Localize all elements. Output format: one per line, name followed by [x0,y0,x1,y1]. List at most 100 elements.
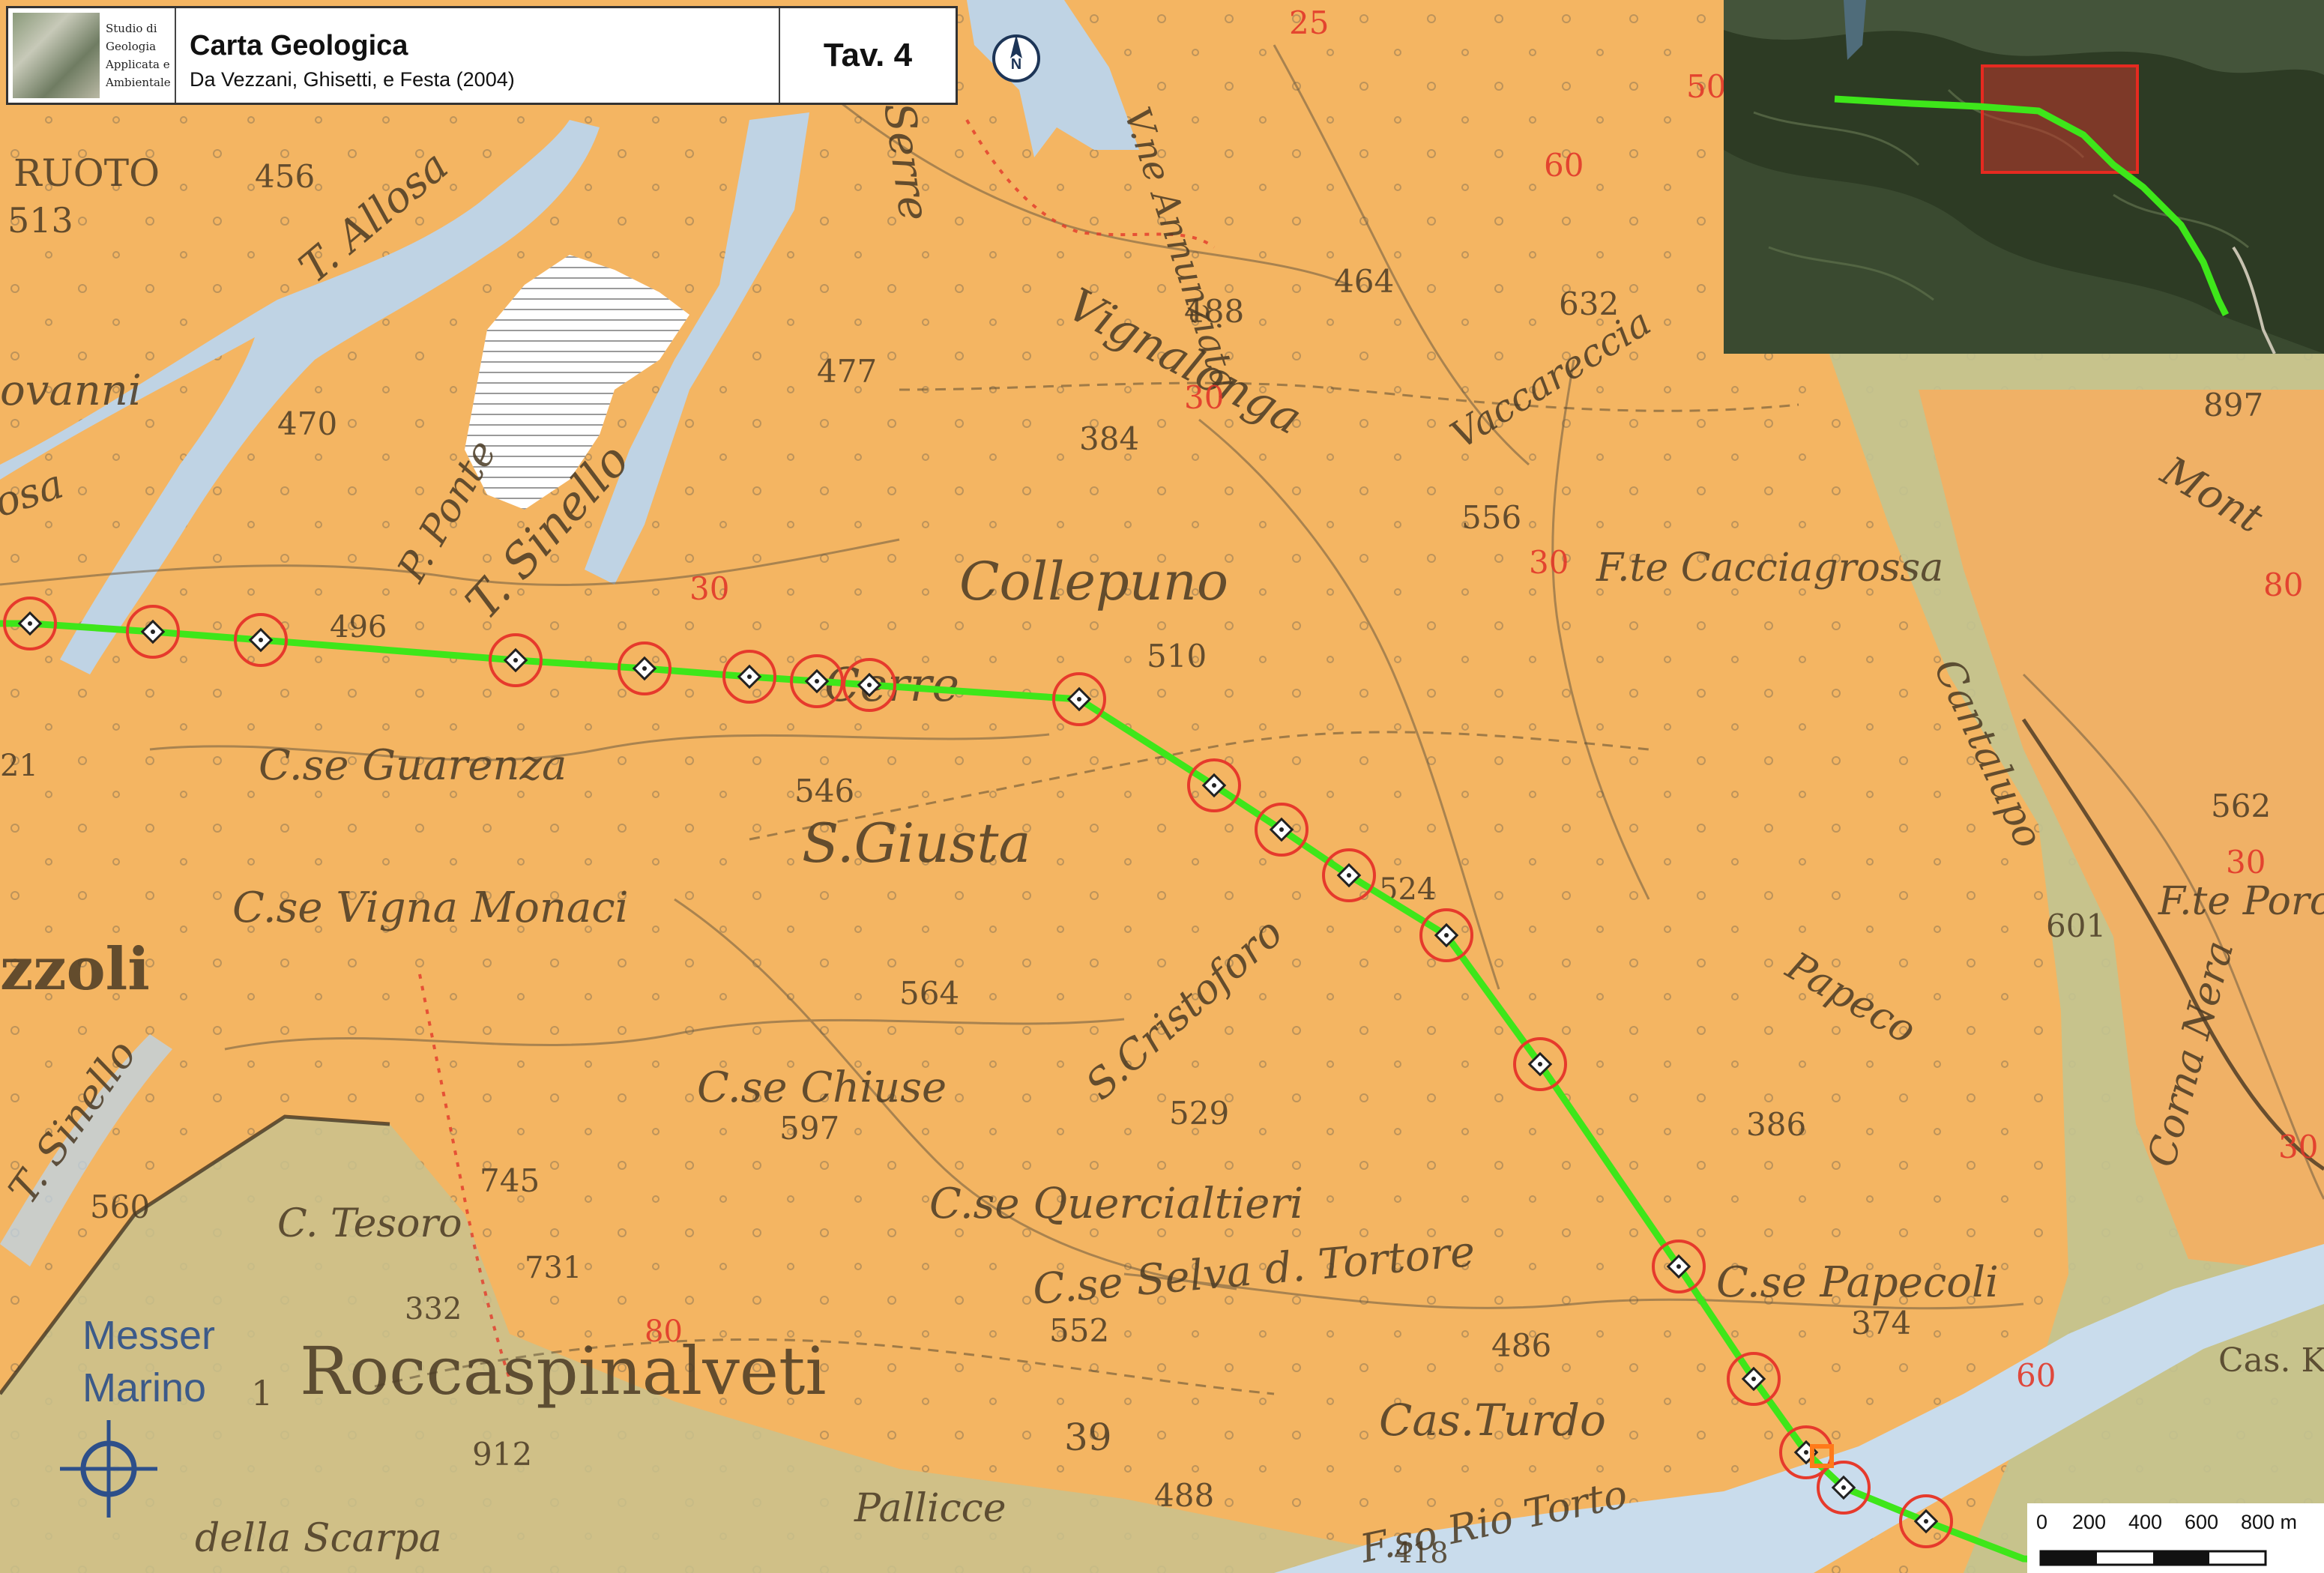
survey-marker[interactable] [790,654,844,708]
inset-route [1834,95,2230,317]
dip-30-c: 30 [1529,544,1569,581]
scale-ruler [2039,1550,2267,1566]
elev-912: 912 [472,1436,532,1473]
elev-552: 552 [1049,1312,1109,1349]
logo-line-3: Applicata e [106,58,170,71]
elev-556: 556 [1461,499,1521,536]
fault-lines [418,119,1216,1380]
inset-river [2232,246,2276,354]
elev-564: 564 [899,975,959,1012]
elev-731: 731 [525,1251,582,1285]
survey-marker[interactable] [618,641,671,695]
elev-496: 496 [330,610,387,644]
title-main: Carta Geologica Da Vezzani, Ghisetti, e … [176,8,780,103]
orange-station [1810,1444,1834,1468]
elev-456: 456 [255,158,315,195]
contact-lines [0,718,2324,1395]
dip-25: 25 [1289,4,1329,41]
logo-line-2: Geologia [106,40,157,53]
label-guarenza: C.se Guarenza [259,741,567,790]
survey-marker[interactable] [1817,1461,1871,1515]
survey-markers [3,597,1953,1548]
north-label: N [1011,56,1021,73]
elev-486: 486 [1491,1327,1551,1364]
survey-marker[interactable] [1899,1494,1953,1548]
label-porcili: F.te Porci [2158,879,2324,924]
inset-valley [1724,150,2324,354]
elev-562: 562 [2211,788,2271,824]
dip-60: 60 [1544,147,1584,184]
survey-marker[interactable] [1513,1037,1567,1091]
roads-dashed [374,381,1799,1395]
label-pallicce: Pallicce [854,1486,1006,1531]
elev-418: 418 [1394,1536,1449,1569]
survey-marker[interactable] [1322,848,1376,902]
survey-marker[interactable] [234,613,288,667]
logo-image [13,13,100,98]
label-carbonara: Cas. K.98 [2218,1341,2324,1380]
survey-marker[interactable] [842,658,896,712]
contour-lines [0,44,2324,1310]
elev-488: 488 [1184,293,1244,330]
elev-39: 39 [1064,1416,1112,1459]
river-sinello [0,120,600,674]
label-marino: Marino [82,1365,206,1410]
survey-marker[interactable] [1727,1352,1781,1406]
elev-632: 632 [1559,286,1619,322]
elev-384: 384 [1079,420,1139,457]
label-vigna-monaci: C.se Vigna Monaci [232,884,629,932]
unit-southwest [0,1117,1574,1573]
label-rocca: Roccaspinalveti [300,1332,827,1410]
scale-label-600: 600 [2185,1511,2219,1533]
survey-marker[interactable] [1652,1240,1706,1293]
dip-80: 80 [2263,567,2303,603]
label-sgiusta: S.Giusta [802,812,1030,875]
label-messer: Messer [82,1313,215,1358]
survey-marker[interactable] [1052,672,1106,726]
map-pin-symbol [60,1420,157,1518]
dip-30-b: 30 [689,570,729,607]
survey-marker[interactable] [3,597,57,650]
survey-marker[interactable] [489,633,543,687]
dip-60-b: 60 [2016,1357,2056,1394]
elev-897: 897 [2203,387,2263,423]
elev-477: 477 [817,353,877,390]
label-collepuno: Collepuno [959,551,1228,612]
elev-464: 464 [1334,263,1394,300]
dip-30-d: 30 [2226,844,2266,881]
elevation-labels: 456 513 470 477 384 488 464 632 556 496 … [0,158,2271,1569]
elev-546: 546 [794,773,854,809]
elev-601: 601 [2046,908,2106,944]
scale-label-0: 0 [2036,1511,2048,1533]
survey-marker[interactable] [1187,758,1241,812]
survey-marker[interactable] [1255,803,1309,857]
label-scarpa: della Scarpa [195,1516,442,1561]
inset-lake [1844,0,1866,60]
sinello-lower [0,1034,172,1266]
label-tesoro: C. Tesoro [277,1201,462,1246]
logo-text: Studio di Geologia Applicata e Ambiental… [104,8,175,103]
label-papecoli: C.se Papecoli [1716,1258,1999,1307]
scale-bar: 0 200 400 600 800 m [2027,1503,2324,1573]
title-block: Studio di Geologia Applicata e Ambiental… [6,6,958,105]
label-giovanni: ovanni [0,366,142,415]
dip-50: 50 [1686,68,1726,105]
elev-488b: 488 [1154,1477,1214,1514]
elev-470: 470 [277,405,337,442]
survey-marker[interactable] [1419,908,1473,962]
elev-386: 386 [1746,1106,1806,1143]
dip-80-b: 80 [645,1314,683,1349]
elev-332: 332 [405,1292,462,1326]
elev-597: 597 [779,1110,839,1147]
river-upper [585,112,809,585]
dip-30-a: 30 [1184,379,1224,416]
label-chiuse: C.se Chiuse [697,1063,947,1112]
river-rio-torto [1274,1244,2324,1573]
label-zzoli: zzoli [0,935,150,1003]
scale-label-200: 200 [2072,1511,2107,1533]
survey-marker[interactable] [722,650,776,704]
overview-inset-map [1724,0,2324,354]
scale-label-800: 800 m [2241,1511,2298,1533]
survey-marker[interactable] [126,605,180,659]
label-ruoto: RUOTO [13,151,160,195]
